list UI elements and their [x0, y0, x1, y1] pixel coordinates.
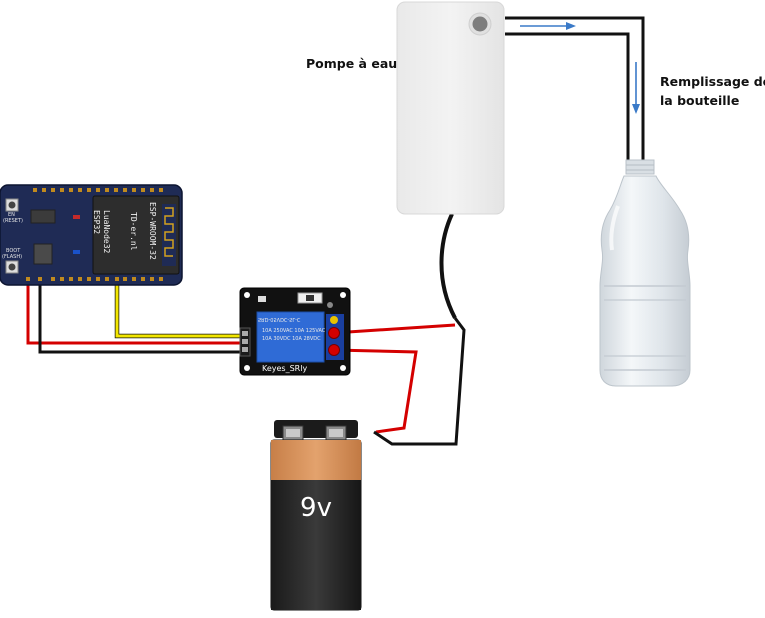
relay-spec-line1: SRD-05VDC-SL-C: [258, 316, 301, 322]
pump-outlet-icon: [472, 16, 488, 32]
relay-brand: Keyes_SRly: [262, 364, 307, 373]
esp32-name-line2: ESP32: [92, 210, 101, 234]
wire-red-vcc: [26, 280, 240, 345]
en-sub-label: (RESET): [3, 218, 23, 224]
flow-arrow-down-icon: [632, 104, 640, 114]
battery-voltage-label: 9v: [300, 493, 332, 523]
esp32-bottom-pins: [26, 277, 163, 281]
flow-arrow-right-icon: [566, 22, 576, 30]
water-bottle: [599, 159, 691, 387]
wire-yellow-signal-core: [115, 280, 240, 338]
wire-black-battery-to-pump: [373, 317, 466, 446]
esp32-top-pins: [33, 188, 163, 192]
boot-label: BOOT: [6, 248, 21, 254]
esp32-name-line1: LuaNode32: [102, 210, 111, 254]
wire-red-relay-to-battery: [332, 348, 418, 434]
fill-label-line1: Remplissage de: [660, 74, 765, 89]
esp32-module-line2: TD-er.nl: [129, 212, 138, 251]
esp32-module: [92, 195, 180, 275]
wires: [26, 213, 466, 446]
pump-label: Pompe à eau: [306, 56, 397, 71]
relay-body: [256, 311, 325, 363]
en-label: EN: [8, 212, 15, 218]
wire-black-gnd: [38, 280, 240, 354]
antenna-trace-icon: [164, 207, 174, 257]
esp32-board: EN (RESET) BOOT (FLASH) LuaNode32 ESP32 …: [0, 184, 183, 286]
pump-cable: [439, 213, 457, 319]
relay-module: SRD-05VDC-SL-C 10A 250VAC 10A 125VAC 10A…: [239, 287, 351, 376]
water-tube: [505, 16, 645, 160]
battery-9v: 9v: [270, 420, 362, 611]
water-pump: [396, 1, 505, 215]
esp32-usb-chip: [30, 209, 56, 224]
fill-label-line2: la bouteille: [660, 93, 739, 108]
relay-terminal-top: [328, 327, 340, 339]
wire-red-relay-to-pump: [332, 323, 456, 335]
esp32-module-line1: ESP-WROOM-32: [148, 202, 157, 260]
esp32-regulator: [33, 243, 53, 265]
relay-spec-line2: 10A 250VAC 10A 125VAC: [262, 328, 326, 334]
relay-spec-line3: 10A 30VDC 10A 28VDC: [262, 336, 321, 342]
wire-yellow-signal: [114, 280, 240, 339]
relay-terminal-bottom: [328, 344, 340, 356]
boot-sub-label: (FLASH): [2, 254, 22, 260]
